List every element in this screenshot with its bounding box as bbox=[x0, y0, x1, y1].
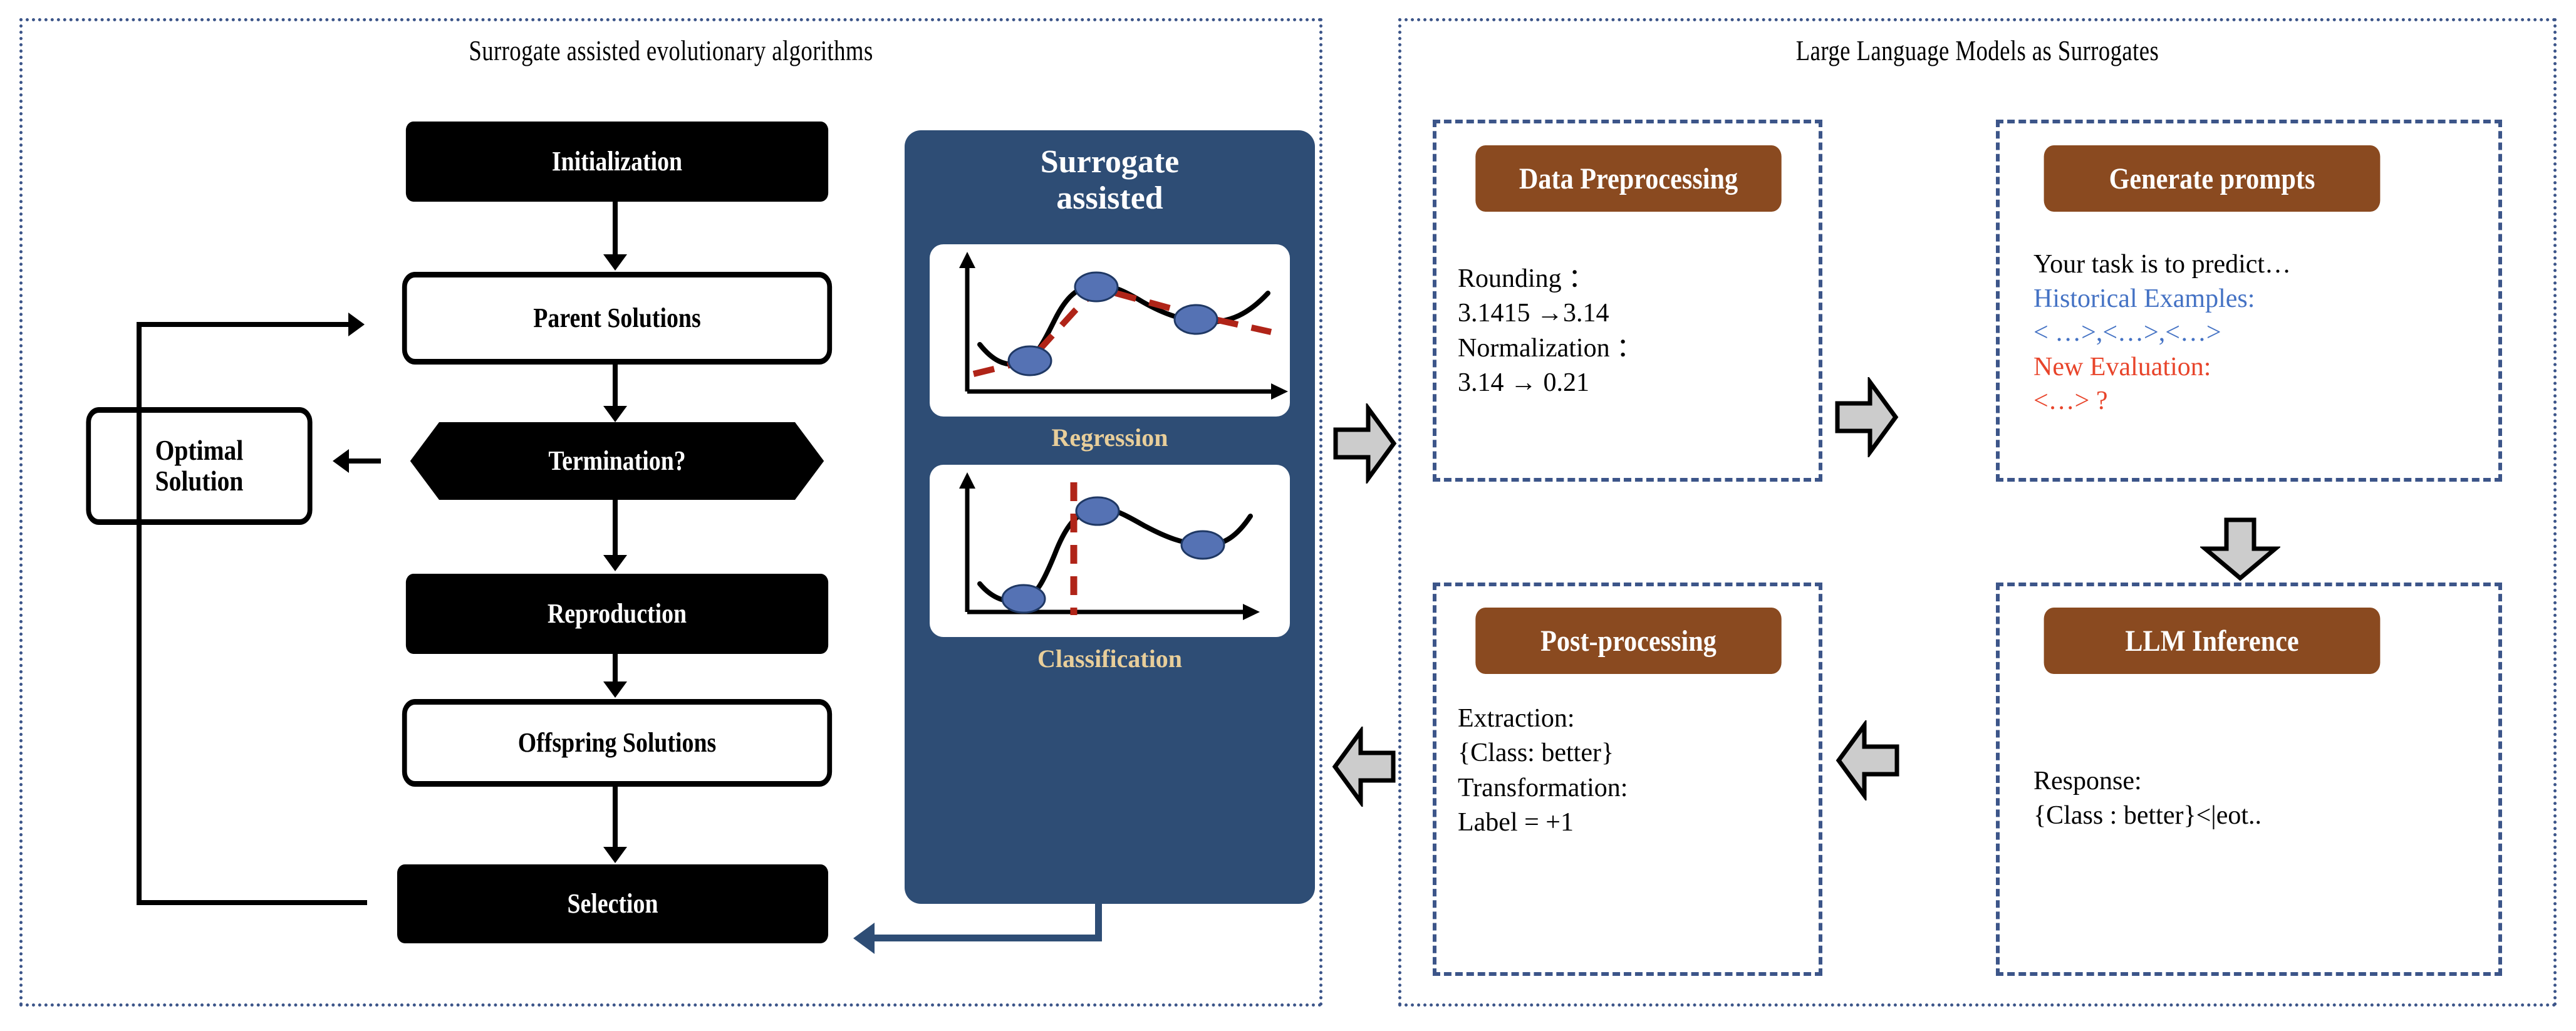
stage-header-llm-inference-label: LLM Inference bbox=[2125, 624, 2299, 658]
classification-chart-svg bbox=[959, 472, 1260, 620]
stage-body-post-processing: Extraction: {Class: better} Transformati… bbox=[1458, 704, 1628, 837]
left-panel-border bbox=[19, 18, 1322, 1007]
block-arrow-llm-inference-to-post-processing bbox=[1836, 718, 1901, 802]
stage-header-generate-prompts[interactable]: Generate prompts bbox=[2044, 145, 2381, 212]
surrogate-to-selection-vertical bbox=[1095, 904, 1102, 941]
stage-body-generate-prompts: Your task is to predict… Historical Exam… bbox=[2033, 247, 2485, 418]
regression-chart-card bbox=[930, 244, 1290, 417]
prompt-line-task: Your task is to predict… bbox=[2033, 250, 2292, 279]
block-arrow-left-to-flowchart bbox=[1332, 725, 1397, 809]
flow-node-parent-solutions-label: Parent Solutions bbox=[533, 302, 701, 333]
stage-header-llm-inference[interactable]: LLM Inference bbox=[2044, 608, 2381, 674]
flow-node-offspring-solutions[interactable]: Offspring Solutions bbox=[402, 699, 833, 787]
regression-chart-caption: Regression bbox=[1051, 423, 1168, 452]
flow-node-selection[interactable]: Selection bbox=[397, 864, 828, 943]
stage-header-data-preprocessing-label: Data Preprocessing bbox=[1519, 162, 1738, 195]
classification-sample-point bbox=[1001, 584, 1046, 614]
flow-node-initialization-label: Initialization bbox=[551, 145, 683, 177]
arrowhead-parent-to-termination bbox=[603, 406, 627, 422]
prompt-line-new-eval-value: <…> ? bbox=[2033, 386, 2108, 416]
arrowhead-termination-to-reproduction bbox=[603, 555, 627, 571]
flow-node-termination[interactable]: Termination? bbox=[410, 422, 824, 500]
right-panel-title: Large Language Models as Surrogates bbox=[1795, 34, 2159, 66]
prompt-line-historical-header: Historical Examples: bbox=[2033, 284, 2255, 313]
block-arrow-right-to-preprocessing bbox=[1332, 402, 1397, 485]
block-arrow-preprocessing-to-prompts bbox=[1834, 375, 1899, 459]
prompt-line-new-eval-header: New Evaluation: bbox=[2033, 352, 2211, 381]
regression-sample-point bbox=[1007, 345, 1052, 376]
classification-sample-point bbox=[1075, 496, 1120, 526]
stage-header-data-preprocessing[interactable]: Data Preprocessing bbox=[1475, 145, 1782, 212]
connector-offspring-to-selection bbox=[613, 787, 618, 848]
surrogate-to-selection-horizontal bbox=[874, 935, 1102, 941]
arrowhead-reproduction-to-offspring bbox=[603, 681, 627, 698]
connector-reproduction-to-offspring bbox=[613, 654, 618, 683]
flow-node-termination-label: Termination? bbox=[548, 445, 686, 476]
classification-chart-caption: Classification bbox=[1037, 645, 1183, 673]
surrogate-to-selection-arrowhead bbox=[853, 923, 875, 954]
regression-sample-point bbox=[1173, 304, 1218, 335]
connector-termination-to-optimal bbox=[348, 459, 381, 464]
connector-init-to-parent bbox=[613, 202, 618, 256]
flow-node-parent-solutions[interactable]: Parent Solutions bbox=[402, 272, 833, 365]
arrowhead-termination-to-optimal bbox=[333, 449, 349, 473]
flow-node-reproduction[interactable]: Reproduction bbox=[405, 574, 829, 654]
flow-node-offspring-solutions-label: Offspring Solutions bbox=[517, 727, 717, 758]
feedback-loop-top-segment bbox=[137, 322, 351, 327]
surrogate-panel-heading: Surrogate assisted bbox=[1040, 144, 1180, 217]
classification-sample-point bbox=[1180, 530, 1225, 560]
regression-chart-svg bbox=[959, 252, 1288, 400]
prompt-line-historical-values: < …>,<…>,<…> bbox=[2033, 318, 2221, 348]
block-arrow-prompts-to-llm-inference bbox=[2199, 516, 2282, 581]
classification-x-axis-arrowhead bbox=[1243, 604, 1260, 620]
right-panel-border bbox=[1398, 18, 2557, 1007]
flow-node-optimal-solution-label: Optimal Solution bbox=[155, 434, 244, 497]
feedback-loop-bottom-segment bbox=[137, 900, 367, 905]
arrowhead-init-to-parent bbox=[603, 254, 627, 271]
flow-node-reproduction-label: Reproduction bbox=[547, 598, 687, 629]
connector-parent-to-termination bbox=[613, 365, 618, 407]
stage-body-llm-inference: Response: {Class : better}<|eot.. bbox=[2033, 767, 2262, 831]
stage-header-generate-prompts-label: Generate prompts bbox=[2109, 162, 2315, 195]
feedback-loop-left-segment bbox=[137, 322, 142, 905]
classification-y-axis-arrowhead bbox=[959, 472, 975, 489]
arrowhead-feedback-to-parent bbox=[348, 313, 365, 336]
regression-y-axis-arrowhead bbox=[959, 252, 975, 268]
stage-body-data-preprocessing: Rounding ： 3.1415 →3.14 Normalization ： … bbox=[1458, 264, 1643, 398]
stage-header-post-processing-label: Post-processing bbox=[1540, 624, 1716, 658]
flow-node-selection-label: Selection bbox=[567, 888, 658, 919]
regression-x-axis-arrowhead bbox=[1271, 383, 1288, 400]
stage-header-post-processing[interactable]: Post-processing bbox=[1475, 608, 1782, 674]
classification-chart-card bbox=[930, 465, 1290, 637]
flow-node-optimal-solution[interactable]: Optimal Solution bbox=[86, 407, 313, 525]
connector-termination-to-reproduction bbox=[613, 500, 618, 556]
left-panel-title: Surrogate assisted evolutionary algorith… bbox=[469, 34, 873, 66]
arrowhead-offspring-to-selection bbox=[603, 847, 627, 863]
regression-sample-point bbox=[1074, 271, 1119, 303]
flow-node-initialization[interactable]: Initialization bbox=[405, 122, 829, 202]
